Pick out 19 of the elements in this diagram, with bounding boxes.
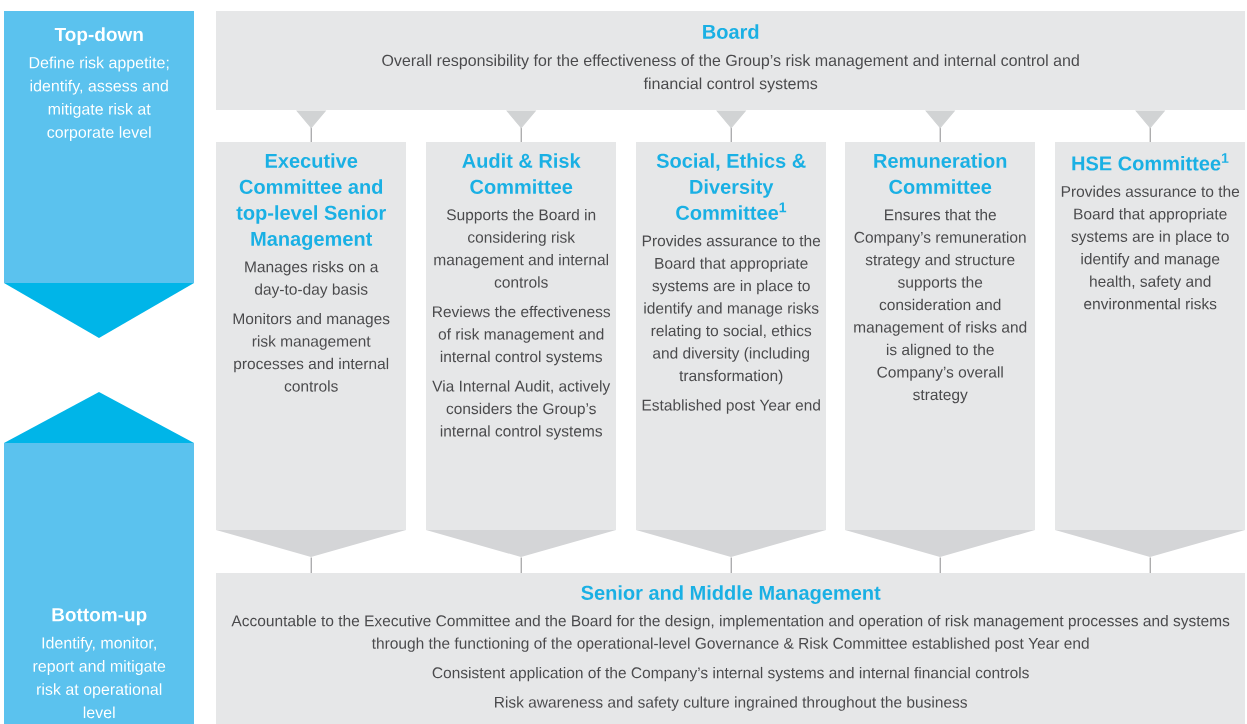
- management-box: Senior and Middle Management Accountable to the Executive Committee and the Board for the design, implementation and operation of risk management processes and systems through the functioning of the operational-level Governance & Risk Committee established post Year end Consistent application of the Company’s internal systems and internal financial controls Risk awareness and safety culture ingrained throughout the business: [216, 573, 1245, 724]
- connector-line: [730, 556, 732, 574]
- connector-arrow: [925, 110, 955, 143]
- committee-box: Remuneration Committee Ensures that the Company’s remuneration strategy and structure supports the consideration and management of risks and is aligned to the Company’s overall strategy: [845, 142, 1035, 557]
- connector-arrow: [296, 110, 326, 143]
- connector-line: [1149, 556, 1151, 574]
- committee-box: Executive Committee and top-level Senior Management Manages risks on a day-to-day basis Monitors and manages risk management processes and internal controls: [216, 142, 406, 557]
- connector-line: [310, 556, 312, 574]
- committee-box: Social, Ethics & Diversity Committee$^{1}$ Provides assurance to the Board that appropriate systems are in place to identify and manage risks relating to social, ethics and diversity (including transformation) Established post Year end: [636, 142, 826, 557]
- connector-arrow: [506, 110, 536, 143]
- connector-line: [520, 556, 522, 574]
- committee-box: Audit & Risk Committee Supports the Board in considering risk management and internal controls Reviews the effectiveness of risk management and internal control systems Via Internal Audit, actively considers the Group’s internal control systems: [426, 142, 616, 557]
- connector-arrow: [1135, 110, 1165, 143]
- connector-line: [939, 556, 941, 574]
- committee-box: HSE Committee$^{1}$ Provides assurance to the Board that appropriate systems are in place to identify and manage health, safety and environmental risks: [1055, 142, 1245, 557]
- connector-arrow: [716, 110, 746, 143]
- direction-banner: Bottom-up Identify, monitor, report and mitigate risk at operational level: [4, 392, 194, 724]
- board-box: Board Overall responsibility for the effectiveness of the Group’s risk management and internal control and financial control systems: [216, 11, 1245, 110]
- direction-banner: Top-down Define risk appetite; identify, assess and mitigate risk at corporate level: [4, 11, 194, 338]
